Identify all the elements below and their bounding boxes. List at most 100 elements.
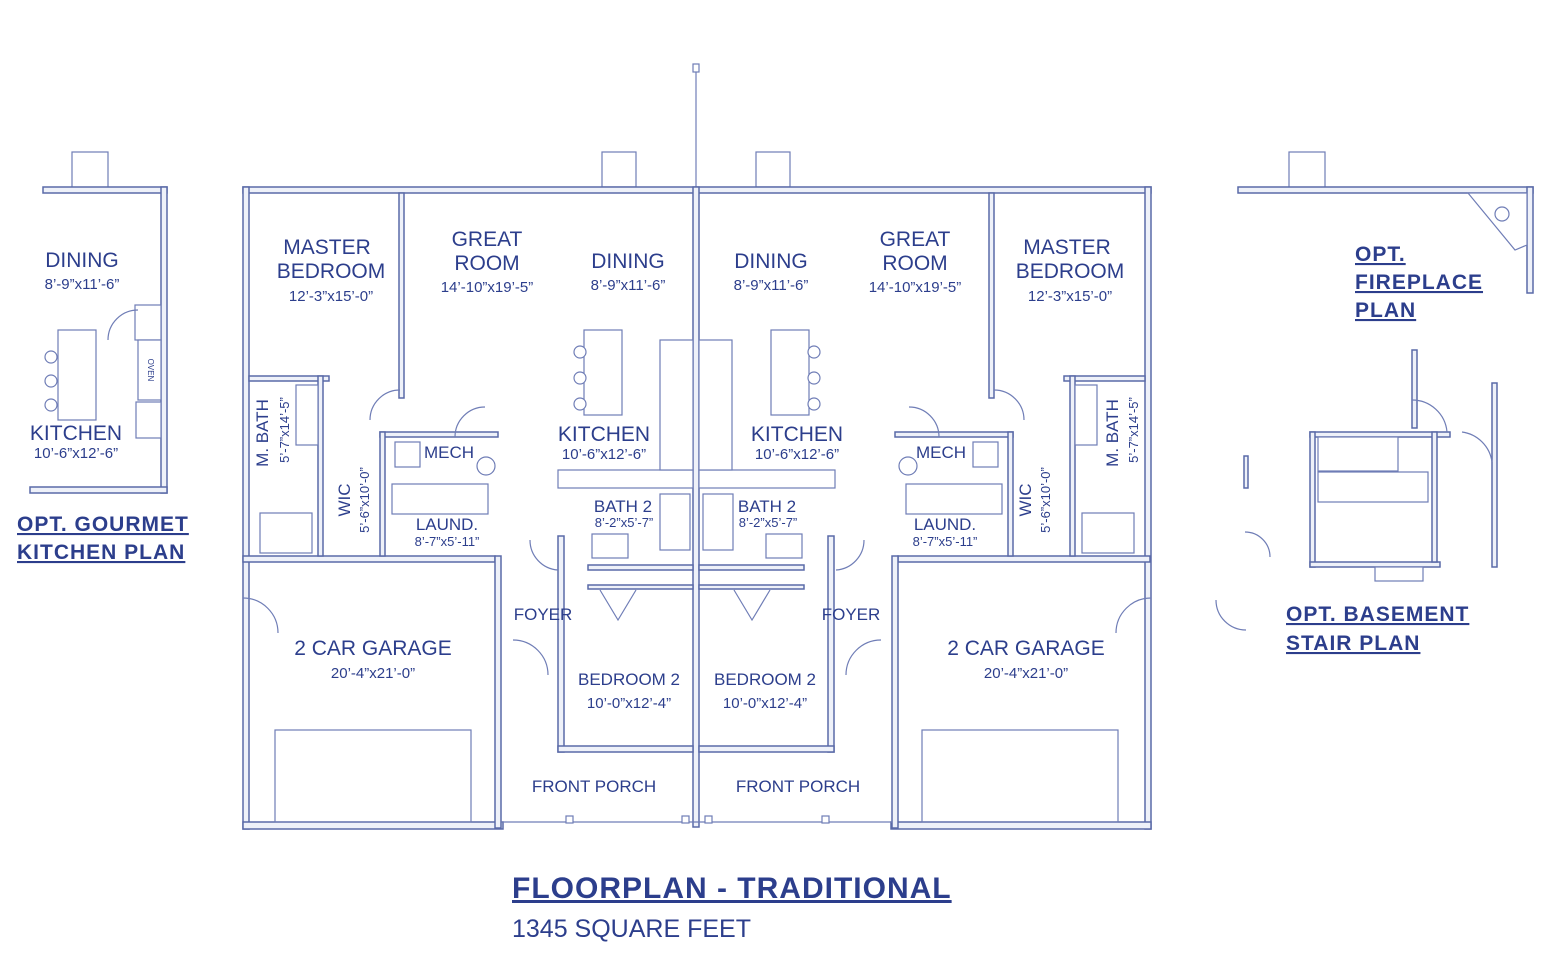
porch-post-1	[565, 815, 574, 824]
entry-door-left	[512, 639, 549, 676]
kitchen-counter-right	[698, 469, 836, 489]
closet-front-right	[698, 584, 805, 590]
fireplace-firebox	[1494, 206, 1510, 222]
left-laund-name: LAUND.	[416, 515, 478, 534]
basement-laundry	[1317, 471, 1429, 503]
gourmet-pantry	[134, 304, 162, 341]
water-heater-right	[898, 456, 918, 476]
basement-wall-stub	[1243, 455, 1249, 489]
left-wic-name: WIC	[335, 483, 354, 516]
gourmet-stool-1	[44, 350, 58, 364]
fireplace-caption-3: PLAN	[1355, 299, 1416, 322]
closet-wall-right	[698, 564, 805, 571]
porch-post-3	[704, 815, 713, 824]
master-bath-wall-left	[248, 375, 330, 382]
right-mbath-dim: 5’-7”x14’-5”	[1126, 397, 1141, 463]
gourmet-dining-dim: 8’-9”x11’-6”	[45, 276, 120, 293]
bedroom2-front-wall-left	[557, 745, 694, 753]
basement-door-4	[1215, 599, 1247, 631]
closet-wall-left	[587, 564, 694, 571]
right-mbath-name: M. BATH	[1103, 399, 1122, 467]
bedroom2-front-wall-right	[698, 745, 835, 753]
water-heater-left	[476, 456, 496, 476]
party-line-marker	[692, 63, 700, 73]
left-porch-name: FRONT PORCH	[532, 777, 656, 796]
garage-side-wall-left	[494, 555, 502, 829]
bath-wic-wall-right	[1069, 375, 1076, 557]
garage-door-left	[274, 729, 472, 823]
basement-door-3	[1244, 531, 1271, 558]
mech-wall-right	[894, 431, 1014, 438]
laundry-machines-right	[905, 483, 1003, 515]
bath2-vanity-left	[591, 533, 629, 559]
right-master-name-2: BEDROOM	[1016, 260, 1125, 283]
porch-post-4	[821, 815, 830, 824]
bedroom2-closet-doors-left	[599, 589, 637, 622]
stool-5	[807, 371, 821, 385]
left-master-dim: 12’-3”x15’-0”	[289, 288, 373, 305]
fireplace-hearth	[1466, 192, 1528, 251]
master-wall-left	[398, 192, 405, 399]
right-kitchen-name: KITCHEN	[751, 423, 843, 446]
garage-door-right	[921, 729, 1119, 823]
basement-stair	[1317, 436, 1399, 472]
right-great-room-dim: 14’-10”x19’-5”	[869, 279, 962, 296]
chimney-box-left	[601, 151, 637, 188]
master-vanity-left	[295, 384, 319, 446]
basement-wall-mid	[1431, 431, 1438, 563]
master-door-right	[993, 389, 1025, 421]
fireplace-chimney-box	[1288, 151, 1326, 189]
duplex-plan	[242, 63, 1152, 830]
right-wic-name: WIC	[1016, 483, 1035, 516]
left-master-name-1: MASTER	[283, 236, 371, 259]
gourmet-caption-1: OPT. GOURMET	[17, 513, 189, 536]
stool-1	[573, 345, 587, 359]
master-shower-left	[259, 512, 313, 554]
left-great-room-name-1: GREAT	[452, 228, 523, 251]
kitchen-counter-left	[557, 469, 694, 489]
gourmet-kitchen-name: KITCHEN	[30, 422, 122, 445]
right-wic-dim: 5’-6”x10’-0”	[1038, 467, 1053, 533]
right-bath2-name: BATH 2	[738, 497, 796, 516]
right-master-name-1: MASTER	[1023, 236, 1111, 259]
gourmet-kitchen-dim: 10’-6”x12’-6”	[34, 445, 118, 462]
right-mech-name: MECH	[916, 443, 966, 462]
left-mech-name: MECH	[424, 443, 474, 462]
mech-door-left	[454, 406, 486, 438]
stool-6	[807, 397, 821, 411]
basement-landing	[1374, 566, 1424, 582]
gourmet-rear-wall	[42, 186, 168, 194]
front-wall-right-garage	[890, 821, 1152, 830]
wic-wall-left	[379, 431, 386, 557]
right-laund-dim: 8’-7”x5’-11”	[913, 534, 978, 549]
right-bedroom2-dim: 10’-0”x12’-4”	[723, 695, 807, 712]
left-laund-dim: 8’-7”x5’-11”	[415, 534, 480, 549]
gourmet-caption-2: KITCHEN PLAN	[17, 541, 185, 564]
left-bedroom2-dim: 10’-0”x12’-4”	[587, 695, 671, 712]
right-unit-labels: MASTER BEDROOM 12’-3”x15’-0” GREAT ROOM …	[714, 228, 1141, 796]
basement-wall-right	[1491, 382, 1498, 568]
garage-rear-wall-right	[897, 555, 1151, 563]
fireplace-caption-2: FIREPLACE	[1355, 271, 1483, 294]
garage-side-door-left	[242, 597, 279, 634]
tub-right	[702, 493, 734, 551]
gourmet-side-wall	[160, 186, 168, 494]
left-bedroom2-name: BEDROOM 2	[578, 670, 680, 689]
basement-stair-plan: OPT. BASEMENT STAIR PLAN	[1215, 349, 1498, 655]
right-bedroom2-name: BEDROOM 2	[714, 670, 816, 689]
right-garage-name: 2 CAR GARAGE	[947, 637, 1105, 660]
basement-caption-2: STAIR PLAN	[1286, 632, 1420, 655]
kitchen-island-left	[583, 329, 623, 416]
garage-rear-wall-left	[242, 555, 496, 563]
stool-2	[573, 371, 587, 385]
right-garage-dim: 20’-4”x21’-0”	[984, 665, 1068, 682]
mech-unit-right	[972, 441, 999, 468]
right-bath2-dim: 8’-2”x5’-7”	[739, 515, 798, 530]
master-shower-right	[1081, 512, 1135, 554]
basement-wall-stair-top	[1309, 431, 1451, 438]
porch-post-2	[681, 815, 690, 824]
plan-title: FLOORPLAN - TRADITIONAL	[512, 872, 952, 905]
garage-side-door-right	[1115, 597, 1152, 634]
bedroom2-wall-right	[827, 535, 835, 753]
